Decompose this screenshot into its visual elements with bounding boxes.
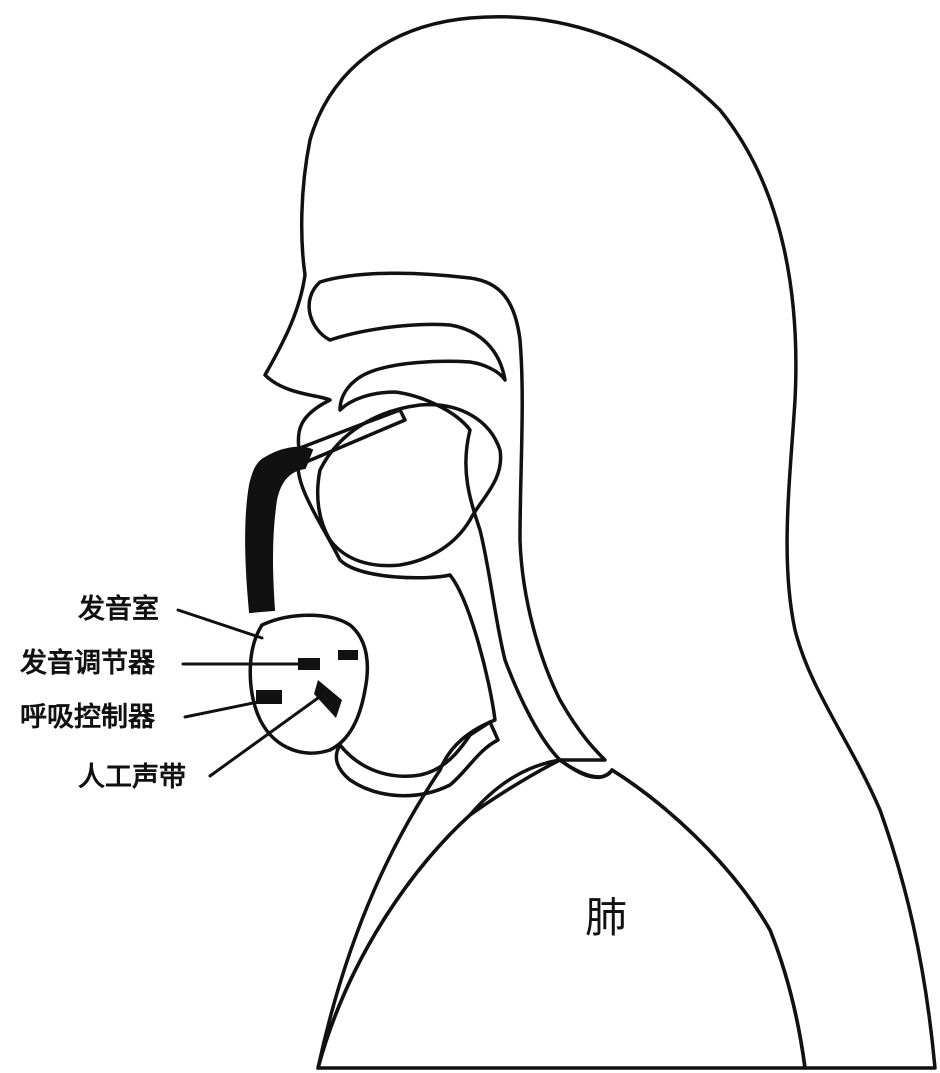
leader-phonation-chamber [178, 610, 262, 638]
tongue [318, 405, 501, 566]
respiration-controller-part [256, 690, 282, 704]
label-lung: 肺 [585, 893, 627, 942]
label-respiration-controller: 呼吸控制器 [20, 702, 156, 733]
oral-nasal-cavity [309, 273, 605, 760]
leader-respiration-controller [185, 702, 258, 717]
stoma-tube [336, 722, 498, 796]
speaking-tube [246, 448, 312, 612]
phonation-regulator-part [298, 658, 320, 670]
label-phonation-chamber: 发音室 [77, 593, 159, 625]
lung-region [318, 760, 805, 1068]
device-clip [338, 650, 358, 660]
tube-entry [300, 410, 405, 462]
label-artificial-vocal-cords: 人工声带 [78, 762, 186, 793]
label-phonation-regulator: 发音调节器 [19, 647, 156, 679]
